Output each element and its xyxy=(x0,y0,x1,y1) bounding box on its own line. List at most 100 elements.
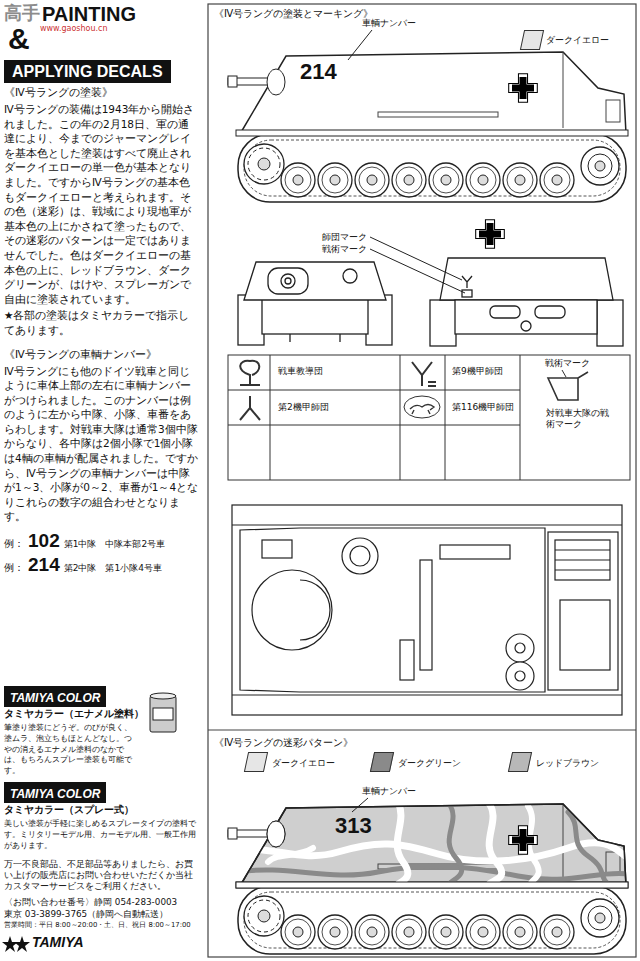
tank-top-view-part xyxy=(350,546,370,566)
tank-camouflage-view-part-part xyxy=(568,812,608,884)
tank-top-view-part xyxy=(420,560,432,670)
marking-table-part xyxy=(270,355,271,480)
tamiya-logo-stars-part xyxy=(2,936,18,952)
tamiya-logo-stars-part xyxy=(14,936,30,952)
watermark-url: www.gaoshou.cn xyxy=(40,24,108,34)
marking-table-part xyxy=(412,362,436,386)
section-heading: 《Ⅳ号ラングの塗装》 xyxy=(4,86,200,100)
page-title-ampersand: & xyxy=(8,24,30,54)
tank-top-view-part xyxy=(548,532,618,690)
tank-front-view-part xyxy=(281,274,295,288)
vehicle-number: 214 xyxy=(300,60,337,84)
example-row: 例：102第1中隊 中隊本部2号車 xyxy=(4,530,200,552)
paint-brand-band: TAMIYA COLOR xyxy=(4,686,106,707)
tank-top-view-part xyxy=(555,569,610,570)
tank-rear-view-part xyxy=(430,300,456,346)
tank-top-view-part xyxy=(555,559,610,560)
marking-table-part xyxy=(240,361,260,385)
product-text: 筆塗り塗装にどうぞ。のびが良く、塗ムラ、泡立ちもほとんどなし。つやの消えるエナメ… xyxy=(4,722,132,776)
tank-front-view-part xyxy=(289,334,290,342)
tank-front-view-part xyxy=(366,295,392,345)
marking-table-part xyxy=(240,396,260,420)
tank-side-view-part xyxy=(348,30,372,60)
paint-brand-band-text: TAMIYA COLOR xyxy=(10,787,100,801)
page-title: PAINTING xyxy=(42,2,136,27)
paint-brand-band-text: TAMIYA COLOR xyxy=(10,691,100,705)
tank-top-view-part xyxy=(400,640,414,680)
contact-text: 東京 03-3899-3765（静岡へ自動転送） xyxy=(4,909,200,921)
marking-table-part xyxy=(228,425,520,426)
tank-front-view xyxy=(238,262,392,345)
panel-frame-part xyxy=(208,729,636,730)
marking-table-part xyxy=(548,372,588,400)
tank-top-view-part xyxy=(232,524,622,525)
example-label: 例： xyxy=(4,537,24,551)
brand-logo: TAMIYA xyxy=(32,934,84,952)
callout-label: 師団マーク xyxy=(322,232,367,243)
tank-top-view xyxy=(232,505,622,715)
notice-text: 万一不良部品、不足部品等ありましたら、お買い上げの販売店にお問い合わせいただくか… xyxy=(4,859,200,893)
legend-text: ダークイエロー xyxy=(272,758,335,769)
tank-camouflage-view-part-part xyxy=(488,802,502,887)
tank-top-view-part xyxy=(515,643,525,653)
color-swatch xyxy=(370,752,394,772)
color-swatch xyxy=(520,30,544,50)
callout-label: 戦術マーク xyxy=(322,244,367,255)
tank-rear-view-part xyxy=(535,306,565,318)
tank-camouflage-view-part-part xyxy=(528,806,539,887)
tank-top-view-part xyxy=(555,549,610,550)
body-text: Ⅳ号ラングの装備は1943年から開始されました。この年の2月18日、軍の通達によ… xyxy=(4,102,200,306)
tank-front-view-part xyxy=(268,268,308,294)
table-cell: 第2機甲師団 xyxy=(278,402,329,413)
marking-table-part xyxy=(228,390,520,391)
tank-top-view-part xyxy=(240,528,545,692)
marking-table-part xyxy=(400,355,401,480)
note-text: ★各部の塗装はタミヤカラーで指示してあります。 xyxy=(4,308,200,337)
example-note: 第1中隊 中隊本部2号車 xyxy=(64,538,165,551)
section-heading: 《Ⅳ号ラングの車輌ナンバー》 xyxy=(4,348,200,362)
tank-front-view-part xyxy=(285,278,291,284)
tank-camouflage-view-part xyxy=(509,826,538,855)
tank-top-view-part xyxy=(262,540,292,558)
example-label: 例： xyxy=(4,561,24,575)
example-row: 例：214第2中隊 第1小隊4号車 xyxy=(4,554,200,576)
table-cell: 戦車教導団 xyxy=(278,366,323,377)
tank-front-view-part xyxy=(244,262,386,300)
vehicle-number: 313 xyxy=(333,815,374,837)
leader-lines-part xyxy=(370,249,465,293)
tank-rear-view xyxy=(430,258,623,346)
tank-top-view-part xyxy=(506,662,534,690)
tank-top-view-part xyxy=(560,600,610,670)
marking-table-part xyxy=(410,405,434,415)
contact-text: 〈お問い合わせ番号〉静岡 054-283-0003 xyxy=(4,897,200,909)
tank-front-view-part xyxy=(343,269,357,283)
tank-top-view-part xyxy=(440,545,510,559)
leader-lines xyxy=(370,237,465,293)
paint-brand-band: TAMIYA COLOR xyxy=(4,782,106,803)
tank-camouflage-view-part-part xyxy=(448,802,462,887)
table-cell: 第116機甲師団 xyxy=(452,402,514,413)
product-name: タミヤカラー（エナメル塗料） xyxy=(4,708,200,721)
tank-camouflage-view-part-part xyxy=(238,866,628,879)
tank-front-view-part xyxy=(339,334,340,342)
table-cell: 対戦車大隊の戦術マーク xyxy=(546,408,610,431)
legend-text: ダークイエロー xyxy=(546,35,609,46)
leader-line xyxy=(352,798,368,812)
tank-rear-view-part xyxy=(440,258,613,300)
tank-top-view-part xyxy=(232,505,622,715)
marking-table-part xyxy=(404,396,440,418)
tank-rear-view-part xyxy=(462,276,472,288)
tank-side-view-part xyxy=(509,74,538,103)
tank-camouflage-view-part xyxy=(240,804,626,886)
cross-marking xyxy=(476,220,505,249)
paint-can-icon-part xyxy=(150,696,176,732)
tank-front-view-part xyxy=(262,298,368,334)
legend-text: レッドブラウン xyxy=(536,758,599,769)
body-text: Ⅳ号ラングにも他のドイツ戦車と同じように車体上部の左右に車輌ナンバーがつけられま… xyxy=(4,364,200,525)
watermark: 高手 xyxy=(4,2,40,25)
panel-frame-part xyxy=(208,4,636,957)
product-name: タミヤカラー（スプレー式） xyxy=(4,804,200,817)
section-heading: 《Ⅳ号ラングの塗装とマーキング》 xyxy=(214,8,373,21)
